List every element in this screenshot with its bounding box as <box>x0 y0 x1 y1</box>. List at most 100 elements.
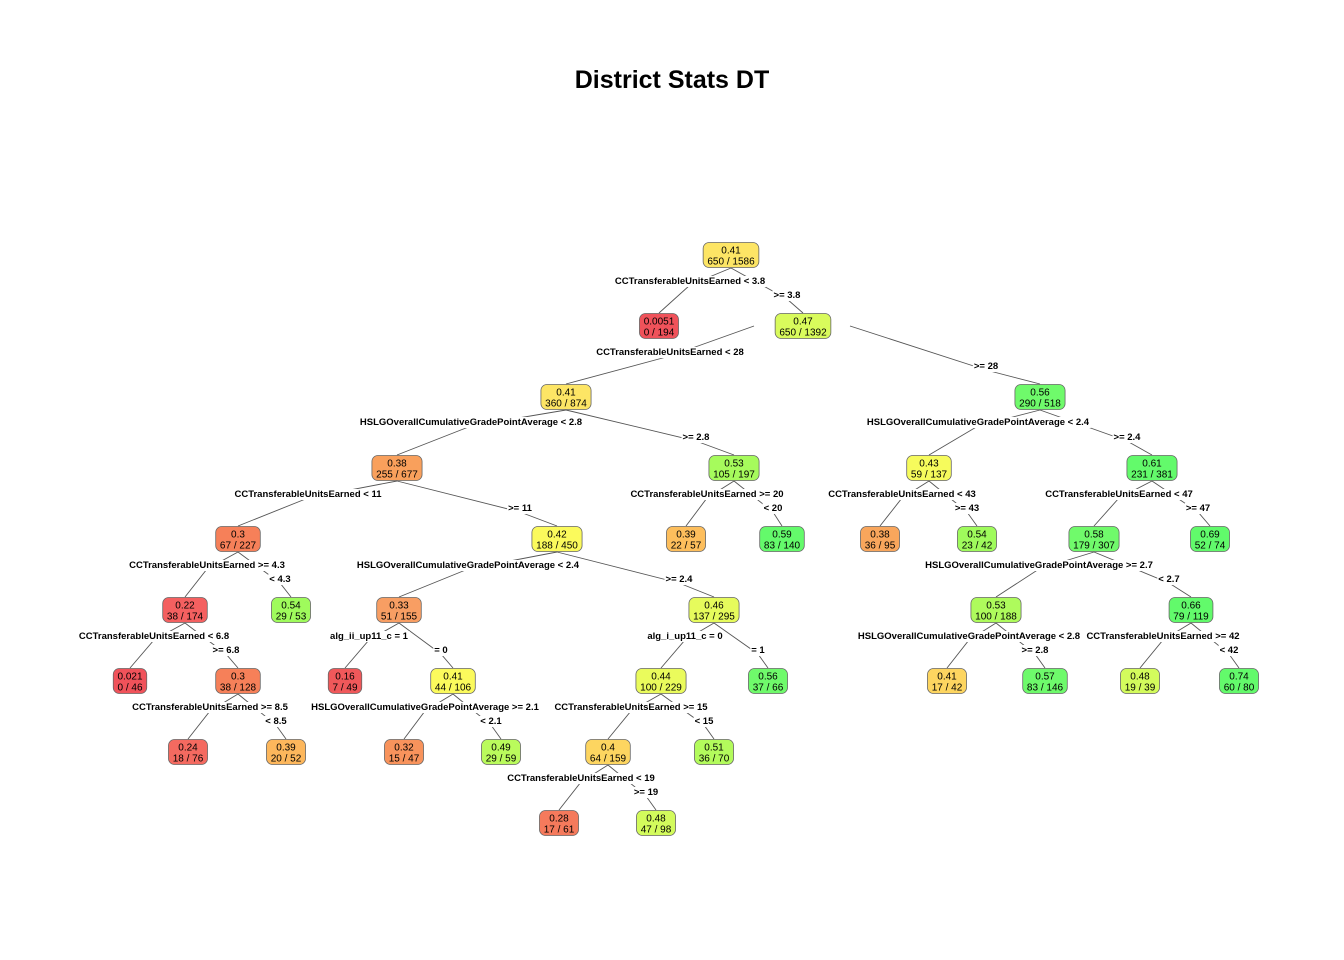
tree-node: 0.367 / 227 <box>215 526 261 552</box>
node-counts: 650 / 1392 <box>779 328 827 339</box>
node-counts: 255 / 677 <box>376 470 418 481</box>
node-value: 0.54 <box>281 601 301 612</box>
split-label-background <box>629 489 785 500</box>
tree-edge <box>658 267 732 314</box>
node-value: 0.41 <box>721 246 741 257</box>
node-counts: 231 / 381 <box>1131 470 1173 481</box>
split-label: < 4.3 <box>269 574 290 585</box>
node-box <box>1014 384 1066 410</box>
node-counts: 36 / 95 <box>865 541 896 552</box>
split-label-background <box>924 560 1154 571</box>
node-counts: 44 / 106 <box>435 683 472 694</box>
split-label-background <box>1184 503 1212 514</box>
split-label-background <box>953 503 981 514</box>
node-box <box>162 597 208 623</box>
node-box <box>639 313 679 339</box>
split-label-background <box>507 503 534 514</box>
node-box <box>266 739 306 765</box>
split-label: HSLGOverallCumulativeGradePointAverage <… <box>360 417 582 428</box>
split-label-background <box>506 773 656 784</box>
node-box <box>376 597 422 623</box>
node-value: 0.51 <box>704 743 724 754</box>
node-counts: 23 / 42 <box>962 541 993 552</box>
split-label-background <box>632 787 660 798</box>
node-box <box>1190 526 1230 552</box>
split-label-background <box>1044 489 1194 500</box>
node-counts: 18 / 76 <box>173 754 204 765</box>
node-box <box>774 313 832 339</box>
node-value: 0.3 <box>231 672 245 683</box>
split-label-background <box>1157 574 1181 585</box>
node-value: 0.53 <box>724 459 744 470</box>
split-label: = 1 <box>751 645 765 656</box>
node-counts: 51 / 155 <box>381 612 418 623</box>
split-label: >= 11 <box>508 503 532 514</box>
node-box <box>748 668 788 694</box>
node-box <box>636 810 676 836</box>
tree-edge <box>685 480 735 527</box>
node-counts: 137 / 295 <box>693 612 735 623</box>
split-label: HSLGOverallCumulativeGradePointAverage <… <box>858 631 1080 642</box>
node-value: 0.38 <box>870 530 890 541</box>
split-label-background <box>131 702 290 713</box>
split-label-background <box>856 631 1082 642</box>
tree-edge <box>946 622 997 669</box>
node-counts: 59 / 137 <box>911 470 948 481</box>
split-label: CCTransferableUnitsEarned < 19 <box>507 773 655 784</box>
node-value: 0.44 <box>651 672 671 683</box>
node-counts: 19 / 39 <box>1125 683 1156 694</box>
split-label-background <box>128 560 286 571</box>
split-label: CCTransferableUnitsEarned < 11 <box>234 489 382 500</box>
split-label: >= 28 <box>974 361 998 372</box>
node-value: 0.24 <box>178 743 198 754</box>
split-label-background <box>693 716 716 727</box>
node-value: 0.59 <box>772 530 792 541</box>
split-label-background <box>1218 645 1240 656</box>
split-label: >= 2.8 <box>1022 645 1049 656</box>
node-value: 0.33 <box>389 601 409 612</box>
node-counts: 188 / 450 <box>536 541 578 552</box>
split-label: >= 47 <box>1186 503 1210 514</box>
node-box <box>430 668 476 694</box>
node-box <box>384 739 424 765</box>
node-value: 0.47 <box>793 317 813 328</box>
node-box <box>694 739 734 765</box>
node-counts: 22 / 57 <box>671 541 702 552</box>
node-counts: 29 / 53 <box>276 612 307 623</box>
node-counts: 290 / 518 <box>1019 399 1061 410</box>
node-box <box>635 668 687 694</box>
node-box <box>688 597 740 623</box>
split-label: HSLGOverallCumulativeGradePointAverage <… <box>357 560 580 571</box>
split-label-background <box>77 631 231 642</box>
node-value: 0.0051 <box>644 317 675 328</box>
tree-node: 0.338 / 128 <box>215 668 261 694</box>
node-box <box>970 597 1022 623</box>
node-counts: 47 / 98 <box>641 825 672 836</box>
node-counts: 0 / 194 <box>644 328 675 339</box>
split-label-background <box>329 631 410 642</box>
split-label-background <box>310 702 541 713</box>
node-box <box>1120 668 1160 694</box>
node-box <box>540 384 592 410</box>
node-value: 0.28 <box>549 814 569 825</box>
node-counts: 17 / 42 <box>932 683 963 694</box>
split-label: CCTransferableUnitsEarned < 28 <box>596 347 744 358</box>
node-counts: 100 / 229 <box>640 683 682 694</box>
node-value: 0.53 <box>986 601 1006 612</box>
node-box <box>906 455 952 481</box>
node-counts: 38 / 174 <box>167 612 204 623</box>
node-value: 0.42 <box>547 530 567 541</box>
tree-edge <box>237 480 398 527</box>
split-label-background <box>479 716 504 727</box>
